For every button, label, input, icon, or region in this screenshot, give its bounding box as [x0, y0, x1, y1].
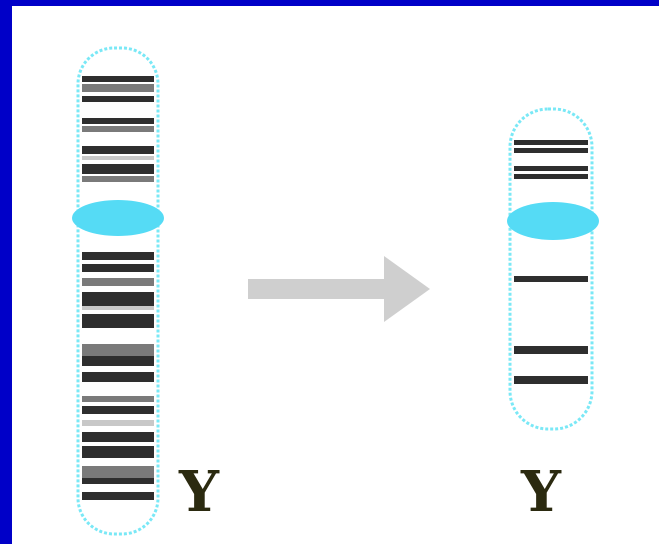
normal-y-chromosome: [72, 46, 164, 536]
left-chromosome-band: [82, 492, 154, 500]
left-chromosome-band: [82, 372, 154, 382]
transition-arrow: [248, 256, 430, 322]
left-chromosome-band: [82, 446, 154, 458]
left-chromosome-band: [82, 252, 154, 260]
left-chromosome-band: [82, 478, 154, 484]
right-chromosome-bands: [514, 140, 588, 384]
chromosome-deletion-diagram: [72, 46, 599, 536]
left-chromosome-band: [82, 292, 154, 308]
right-chromosome-band: [514, 148, 588, 153]
left-chromosome-band: [82, 156, 154, 160]
left-chromosome-band: [82, 118, 154, 124]
right-chromosome-band: [514, 276, 588, 282]
left-chromosome-band: [82, 406, 154, 414]
left-chromosome-band: [82, 264, 154, 272]
left-chromosome-bands: [82, 76, 154, 500]
right-chromosome-band: [514, 346, 588, 354]
left-chromosome-band: [82, 466, 154, 480]
left-centromere: [72, 200, 164, 236]
left-chromosome-band: [82, 356, 154, 366]
left-chromosome-band: [82, 432, 154, 442]
diagram-canvas: Y Y: [12, 6, 659, 544]
arrow-shaft: [248, 279, 388, 299]
left-chromosome-label: Y: [179, 459, 219, 525]
left-chromosome-band: [82, 396, 154, 402]
left-chromosome-band: [82, 344, 154, 358]
left-chromosome-band: [82, 146, 154, 154]
left-chromosome-band: [82, 314, 154, 328]
right-chromosome-band: [514, 166, 588, 171]
left-chromosome-band: [82, 306, 154, 310]
left-chromosome-band: [82, 76, 154, 82]
left-chromosome-band: [82, 278, 154, 286]
left-chromosome-band: [82, 176, 154, 182]
left-chromosome-band: [82, 84, 154, 92]
deleted-y-chromosome: [507, 107, 599, 431]
left-chromosome-band: [82, 420, 154, 426]
right-chromosome-band: [514, 140, 588, 145]
left-chromosome-band: [82, 164, 154, 174]
right-centromere: [507, 202, 599, 240]
arrow-head: [384, 256, 430, 322]
right-chromosome-band: [514, 376, 588, 384]
right-chromosome-label: Y: [521, 459, 561, 525]
left-chromosome-band: [82, 126, 154, 132]
right-chromosome-band: [514, 174, 588, 179]
left-chromosome-band: [82, 96, 154, 102]
